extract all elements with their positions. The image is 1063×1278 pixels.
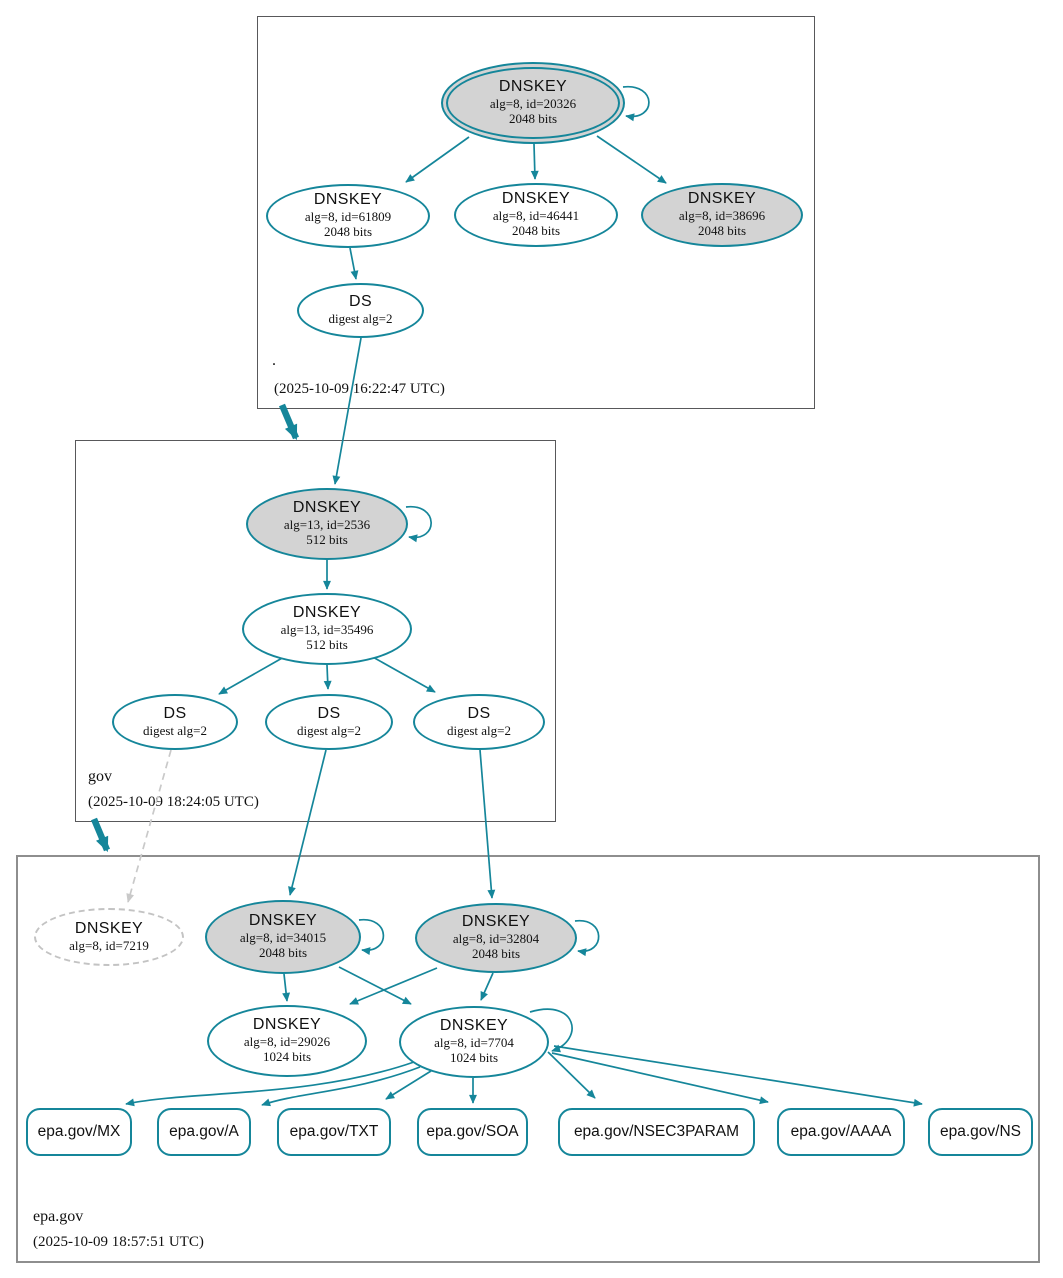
node-meta: alg=8, id=38696	[678, 208, 766, 224]
node-title: DNSKEY	[461, 913, 531, 931]
dnskey-32804[interactable]: DNSKEY alg=8, id=32804 2048 bits	[415, 903, 577, 973]
node-meta: 2048 bits	[258, 945, 308, 961]
dnskey-7704[interactable]: DNSKEY alg=8, id=7704 1024 bits	[399, 1006, 549, 1078]
dnskey-61809[interactable]: DNSKEY alg=8, id=61809 2048 bits	[266, 184, 430, 248]
ds-gov-2[interactable]: DS digest alg=2	[265, 694, 393, 750]
node-meta: alg=13, id=2536	[283, 517, 371, 533]
node-meta: alg=8, id=20326	[489, 96, 577, 112]
node-meta: digest alg=2	[328, 311, 393, 327]
rrset-label: epa.gov/MX	[37, 1123, 121, 1140]
rrset-epa-gov-ns[interactable]: epa.gov/NS	[928, 1108, 1033, 1156]
node-title: DNSKEY	[313, 191, 383, 209]
node-meta: digest alg=2	[446, 722, 512, 738]
node-meta: alg=8, id=34015	[239, 930, 327, 946]
zone-timestamp-root: (2025-10-09 16:22:47 UTC)	[274, 381, 445, 397]
rrset-label: epa.gov/A	[169, 1123, 239, 1140]
node-meta: 512 bits	[306, 637, 348, 653]
node-title: DS	[163, 704, 187, 722]
dnskey-2536[interactable]: DNSKEY alg=13, id=2536 512 bits	[246, 488, 408, 560]
edge-root-zone-to-gov-zone	[279, 403, 299, 441]
zone-timestamp-epa-gov: (2025-10-09 18:57:51 UTC)	[33, 1234, 204, 1250]
rrset-label: epa.gov/AAAA	[790, 1123, 892, 1140]
ds-root[interactable]: DS digest alg=2	[297, 283, 424, 338]
rrset-epa-gov-a[interactable]: epa.gov/A	[157, 1108, 251, 1156]
node-meta: 2048 bits	[323, 224, 373, 240]
rrset-epa-gov-aaaa[interactable]: epa.gov/AAAA	[777, 1108, 905, 1156]
node-meta: alg=8, id=7704	[434, 1035, 514, 1051]
node-meta: 2048 bits	[511, 223, 561, 239]
node-title: DNSKEY	[439, 1017, 509, 1035]
node-meta: alg=13, id=35496	[280, 622, 374, 638]
node-title: DNSKEY	[498, 78, 568, 96]
node-meta: alg=8, id=46441	[492, 208, 580, 224]
dnskey-38696[interactable]: DNSKEY alg=8, id=38696 2048 bits	[641, 183, 803, 247]
dnskey-7219-missing[interactable]: DNSKEY alg=8, id=7219	[34, 908, 184, 966]
node-title: DNSKEY	[687, 190, 757, 208]
node-title: DNSKEY	[248, 912, 318, 930]
node-title: DS	[317, 704, 341, 722]
zone-label-gov: gov	[88, 768, 112, 785]
node-meta: 1024 bits	[262, 1049, 312, 1065]
node-meta: alg=8, id=32804	[452, 931, 540, 947]
node-title: DS	[348, 293, 373, 311]
node-meta: 1024 bits	[449, 1050, 499, 1066]
zone-box-epa-gov	[16, 855, 1040, 1263]
dnskey-35496[interactable]: DNSKEY alg=13, id=35496 512 bits	[242, 593, 412, 665]
rrset-epa-gov-nsec3param[interactable]: epa.gov/NSEC3PARAM	[558, 1108, 755, 1156]
rrset-epa-gov-soa[interactable]: epa.gov/SOA	[417, 1108, 528, 1156]
node-meta: 512 bits	[306, 532, 348, 548]
zone-label-root: .	[272, 352, 276, 369]
dnskey-34015[interactable]: DNSKEY alg=8, id=34015 2048 bits	[205, 900, 361, 974]
zone-label-epa-gov: epa.gov	[33, 1208, 84, 1225]
rrset-label: epa.gov/NS	[940, 1123, 1021, 1140]
node-title: DNSKEY	[74, 919, 144, 937]
rrset-epa-gov-mx[interactable]: epa.gov/MX	[26, 1108, 132, 1156]
node-title: DNSKEY	[252, 1016, 322, 1034]
dnskey-46441[interactable]: DNSKEY alg=8, id=46441 2048 bits	[454, 183, 618, 247]
dnskey-20326[interactable]: DNSKEY alg=8, id=20326 2048 bits	[441, 62, 625, 144]
rrset-epa-gov-txt[interactable]: epa.gov/TXT	[277, 1108, 391, 1156]
zone-timestamp-gov: (2025-10-09 18:24:05 UTC)	[88, 794, 259, 810]
rrset-label: epa.gov/NSEC3PARAM	[573, 1123, 740, 1140]
node-title: DNSKEY	[292, 499, 362, 517]
rrset-label: epa.gov/TXT	[289, 1123, 379, 1140]
rrset-label: epa.gov/SOA	[426, 1123, 519, 1140]
node-meta: digest alg=2	[296, 722, 362, 738]
dnskey-29026[interactable]: DNSKEY alg=8, id=29026 1024 bits	[207, 1005, 367, 1077]
node-meta: 2048 bits	[697, 223, 747, 239]
node-meta: digest alg=2	[142, 722, 208, 738]
node-meta: 2048 bits	[508, 111, 558, 127]
edge-gov-zone-to-epa-zone	[91, 817, 110, 853]
ds-gov-3[interactable]: DS digest alg=2	[413, 694, 545, 750]
node-title: DS	[467, 704, 491, 722]
zone-box-root	[257, 16, 815, 409]
ds-gov-1[interactable]: DS digest alg=2	[112, 694, 238, 750]
node-meta: alg=8, id=29026	[243, 1034, 331, 1050]
node-meta: alg=8, id=61809	[304, 209, 392, 225]
node-title: DNSKEY	[292, 604, 362, 622]
node-title: DNSKEY	[501, 190, 571, 208]
node-meta: alg=8, id=7219	[69, 937, 149, 953]
node-meta: 2048 bits	[471, 946, 521, 962]
